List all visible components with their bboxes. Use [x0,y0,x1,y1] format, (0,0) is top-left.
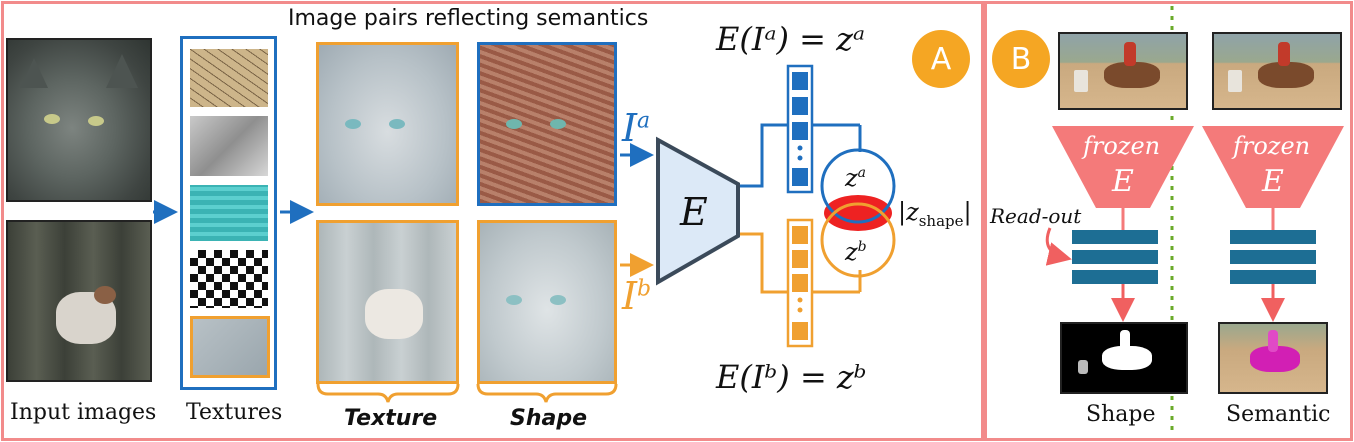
bracket-texture [316,383,460,403]
label-za: za [845,164,867,192]
panel-a-frame [1,1,984,441]
label-zshape: |zshape| [898,198,972,230]
label-frozen-right: frozen [1233,132,1311,160]
frozen-encoder-right [1202,126,1344,208]
mask-barrel [1078,360,1088,374]
shape2-cat-eye-left [506,295,522,305]
texture-teal-water [190,185,268,241]
input-image-cat [6,38,152,202]
readout-bar-left-3 [1072,270,1158,284]
bracket-shape [476,383,618,403]
cat-eye-right [88,116,104,126]
za-cell-4 [792,168,808,186]
za-dot-2 [797,155,803,161]
encoder-block [656,136,740,286]
arrow-readout-label [1045,227,1072,266]
textures-frame [180,36,277,390]
path-zb-out [740,232,788,294]
dog-ear [94,286,116,304]
zb-cell-3 [792,274,808,292]
texture-image-cat [316,42,459,206]
za-cell-1 [792,72,808,90]
shape-mask-output [1060,322,1188,394]
semantic-rider [1268,330,1278,352]
zb-dot-2 [797,307,803,313]
horse-image-left [1058,32,1188,110]
texture-dog-head [365,289,423,339]
label-semantic-output: Semantic [1226,402,1331,427]
label-textures: Textures [186,400,283,425]
badge-a: A [912,30,970,88]
frozen-encoder-left [1052,126,1194,208]
label-zb: zb [845,238,867,266]
texture-cracked-earth [190,49,268,107]
label-encoder-right: E [1262,164,1284,199]
zb-cell-1 [792,226,808,244]
panel-b-frame [984,1,1353,441]
za-dot-1 [797,145,803,151]
texture-image-dog [316,220,459,384]
label-shape-bracket: Shape [510,406,588,431]
horse-left-body [1104,62,1160,88]
texture-cat-eye-left [345,119,361,129]
horse-left-rider [1124,42,1136,66]
readout-bar-left-2 [1072,250,1158,264]
circle-za [820,148,896,224]
shape-image-cat [477,42,617,206]
label-texture-bracket: Texture [344,406,438,431]
label-frozen-left: frozen [1083,132,1161,160]
equation-bottom: E(Iᵇ) = zᵇ [716,358,867,396]
horse-image-right [1212,32,1342,110]
texture-checkerboard [190,250,268,308]
horse-right-barrel [1228,70,1242,92]
horse-right-body [1258,62,1314,88]
label-input-images: Input images [10,400,157,425]
horse-right-rider [1278,42,1290,66]
cat-ear-left [20,58,48,88]
label-ib: Ib [622,274,652,318]
label-ia: Ia [622,106,651,150]
circle-zb [820,202,896,278]
overlap-zshape [824,195,892,231]
readout-bar-right-1 [1230,230,1316,244]
diagram-title: Image pairs reflecting semantics [288,6,649,31]
mask-rider [1120,330,1130,352]
shape2-cat-eye-right [550,295,566,305]
label-encoder: E [680,190,708,234]
zb-dot-1 [797,297,803,303]
path-za-out [740,123,788,188]
readout-bar-right-3 [1230,270,1316,284]
texture-sample-selected [190,316,270,378]
input-image-dog [6,220,152,382]
readout-bar-right-2 [1230,250,1316,264]
shape-image-cat-2 [477,220,617,384]
readout-bar-left-1 [1072,230,1158,244]
cat-eye-left [44,114,60,124]
label-shape-output: Shape [1086,402,1156,427]
cat-ear-right [106,54,138,88]
shape-cat-eye-right [550,119,566,129]
zb-cell-2 [792,250,808,268]
label-readout: Read-out [990,204,1082,228]
za-cell-3 [792,122,808,140]
zb-cell-4 [792,322,808,340]
horse-left-barrel [1074,70,1088,92]
za-cell-2 [792,97,808,115]
badge-b: B [992,30,1050,88]
label-encoder-left: E [1112,164,1134,199]
semantic-mask-output [1218,322,1328,394]
texture-cat-eye-right [389,119,405,129]
shape-cat-eye-left [506,119,522,129]
equation-top: E(Iᵃ) = zᵃ [716,20,866,58]
texture-metal [190,116,268,176]
